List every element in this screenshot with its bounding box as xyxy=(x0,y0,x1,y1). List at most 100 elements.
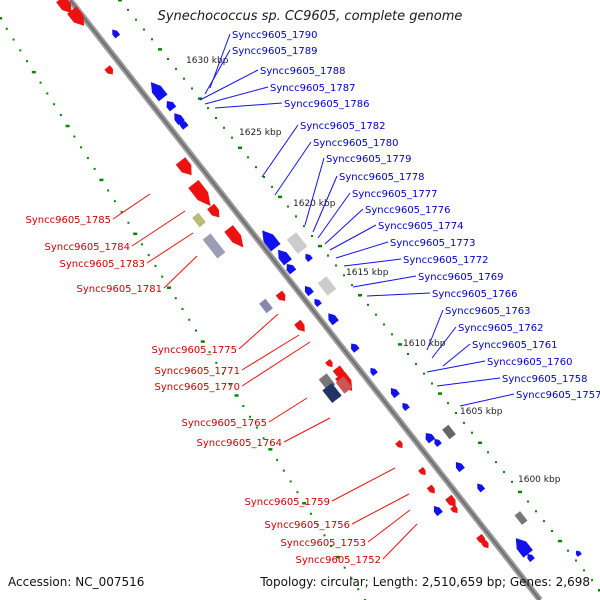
tick-mark-outer xyxy=(487,451,489,454)
tick-mark-inner xyxy=(93,167,96,170)
tick-mark-inner xyxy=(46,92,49,95)
tick-mark-outer xyxy=(398,343,402,346)
tick-mark-inner xyxy=(154,264,157,267)
reverse-label-connector xyxy=(352,275,417,288)
tick-mark-outer xyxy=(575,559,577,562)
scale-label: 1630 kbp xyxy=(186,56,229,66)
tick-mark-outer xyxy=(327,254,329,257)
tick-mark-outer xyxy=(447,402,449,405)
other-feature-box xyxy=(335,376,353,394)
tick-mark-outer xyxy=(438,392,442,395)
reverse-gene-arrow xyxy=(402,402,410,411)
reverse-gene-arrow xyxy=(166,101,177,112)
tick-mark-inner xyxy=(188,318,191,321)
forward-label-connector xyxy=(382,523,418,560)
reverse-label-connector xyxy=(324,208,364,245)
forward-label-connector xyxy=(131,210,186,247)
tick-mark-outer xyxy=(375,313,377,316)
tick-mark-outer xyxy=(318,244,322,248)
forward-label-connector xyxy=(268,397,308,423)
reverse-gene-label: Syncc9605_1763 xyxy=(445,306,531,317)
reverse-gene-arrow xyxy=(350,343,360,353)
other-feature-box xyxy=(192,212,206,228)
forward-label-connector xyxy=(331,467,396,502)
forward-label-connector xyxy=(367,509,411,543)
forward-label-connector xyxy=(351,493,410,525)
tick-mark-outer xyxy=(351,284,353,287)
tick-mark-inner xyxy=(39,81,42,84)
forward-label-connector xyxy=(241,341,311,387)
tick-mark-inner xyxy=(335,555,340,559)
tick-mark-inner xyxy=(5,27,8,30)
forward-label-connector xyxy=(241,334,300,371)
forward-gene-label: Syncc9605_1781 xyxy=(77,284,163,295)
forward-gene-label: Syncc9605_1785 xyxy=(26,215,112,226)
tick-mark-outer xyxy=(463,421,465,424)
tick-mark-inner xyxy=(31,70,36,74)
tick-mark-outer xyxy=(198,97,202,100)
reverse-label-connector xyxy=(304,157,325,226)
forward-gene-arrow xyxy=(426,484,435,494)
tick-mark-inner xyxy=(302,502,307,505)
tick-mark-inner xyxy=(59,114,62,116)
tick-mark-outer xyxy=(183,77,185,80)
reverse-gene-label: Syncc9605_1776 xyxy=(365,205,451,216)
reverse-label-connector xyxy=(343,258,402,267)
forward-gene-arrow xyxy=(325,359,333,368)
tick-mark-inner xyxy=(174,297,177,300)
tick-mark-outer xyxy=(583,569,585,572)
reverse-gene-arrow xyxy=(477,483,486,493)
forward-label-connector xyxy=(283,417,331,443)
tick-mark-inner xyxy=(195,329,198,332)
reverse-label-connector xyxy=(204,49,231,95)
tick-mark-outer xyxy=(383,323,385,326)
tick-mark-inner xyxy=(316,523,319,526)
forward-gene-arrow xyxy=(56,0,72,14)
reverse-gene-label: Syncc9605_1762 xyxy=(458,323,544,334)
tick-mark-outer xyxy=(543,520,545,523)
tick-mark-inner xyxy=(276,458,279,461)
tick-mark-outer xyxy=(535,510,537,513)
tick-mark-outer xyxy=(255,166,257,169)
tick-mark-outer xyxy=(247,156,249,159)
accession-text: Accession: NC_007516 xyxy=(8,575,145,589)
tick-mark-outer xyxy=(471,431,473,434)
reverse-gene-label: Syncc9605_1779 xyxy=(326,154,412,165)
scale-label: 1615 kbp xyxy=(346,268,389,278)
tick-mark-inner xyxy=(255,426,258,429)
tick-mark-inner xyxy=(53,103,56,106)
tick-mark-outer xyxy=(391,333,393,336)
forward-gene-arrow xyxy=(481,540,489,549)
tick-mark-inner xyxy=(357,588,360,591)
tick-mark-outer xyxy=(591,579,593,582)
tick-mark-inner xyxy=(289,480,292,483)
reverse-label-connector xyxy=(459,393,515,407)
tick-mark-outer xyxy=(175,67,177,70)
tick-mark-inner xyxy=(309,512,312,515)
other-feature-box xyxy=(442,424,456,440)
reverse-gene-arrow xyxy=(305,253,313,262)
forward-gene-arrow xyxy=(104,65,114,75)
reverse-label-connector xyxy=(199,69,259,101)
reverse-label-connector xyxy=(426,309,444,351)
forward-gene-arrow xyxy=(175,157,192,176)
reverse-label-connector xyxy=(329,224,377,251)
tick-mark-inner xyxy=(99,178,104,182)
tick-mark-inner xyxy=(330,545,333,548)
reverse-gene-label: Syncc9605_1787 xyxy=(270,83,356,94)
scale-label: 1620 kbp xyxy=(293,199,336,209)
tick-mark-outer xyxy=(567,549,569,552)
reverse-label-connector xyxy=(335,241,389,259)
tick-mark-inner xyxy=(65,124,70,128)
tick-mark-outer xyxy=(423,372,425,375)
reverse-label-connector xyxy=(204,86,269,105)
forward-gene-label: Syncc9605_1775 xyxy=(152,345,238,356)
reverse-label-connector xyxy=(317,192,351,239)
tick-mark-inner xyxy=(140,243,143,246)
forward-label-connector xyxy=(163,255,198,289)
tick-mark-outer xyxy=(135,18,137,21)
forward-gene-arrow xyxy=(418,467,426,476)
forward-label-connector xyxy=(112,193,151,220)
tick-mark-inner xyxy=(133,232,138,236)
reverse-gene-label: Syncc9605_1761 xyxy=(472,340,558,351)
